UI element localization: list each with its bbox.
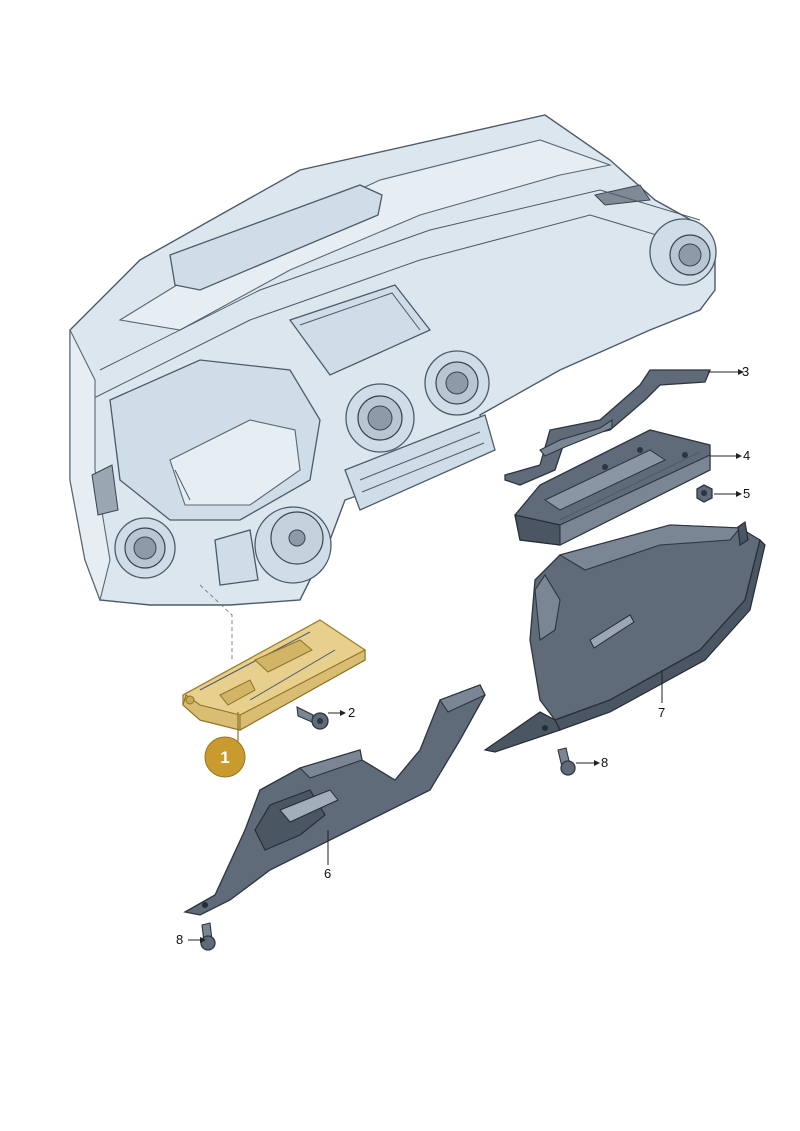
callout-6: 6: [324, 866, 331, 881]
vent-center-right: [424, 350, 490, 416]
part-4-passenger-airbag: [514, 429, 711, 546]
install-guide-line: [199, 584, 233, 660]
part-1-knee-airbag: [182, 619, 366, 752]
callout-7: 7: [658, 705, 665, 720]
vent-center-left: [345, 383, 415, 453]
part-6-lower-trim: [183, 684, 486, 916]
part-3-bracket: [504, 369, 711, 486]
callout-3: 3: [742, 364, 749, 379]
vent-right: [649, 218, 717, 286]
dashboard-panel: [69, 114, 716, 606]
callout-1-badge: 1: [204, 736, 246, 778]
vent-left: [114, 517, 176, 579]
part-5-nut: [696, 484, 713, 503]
part-8-screw-left: [200, 922, 216, 951]
callout-1-text: 1: [220, 748, 229, 767]
callout-2: 2: [348, 705, 355, 720]
callout-4: 4: [743, 448, 750, 463]
callout-8-left: 8: [176, 932, 183, 947]
callout-8-right: 8: [601, 755, 608, 770]
callout-5: 5: [743, 486, 750, 501]
leader-lines: [188, 369, 744, 943]
part-7-glove-box: [483, 520, 766, 753]
steering-column: [214, 506, 332, 586]
part-8-screw-right: [557, 747, 576, 776]
part-2-bolt: [296, 706, 329, 730]
